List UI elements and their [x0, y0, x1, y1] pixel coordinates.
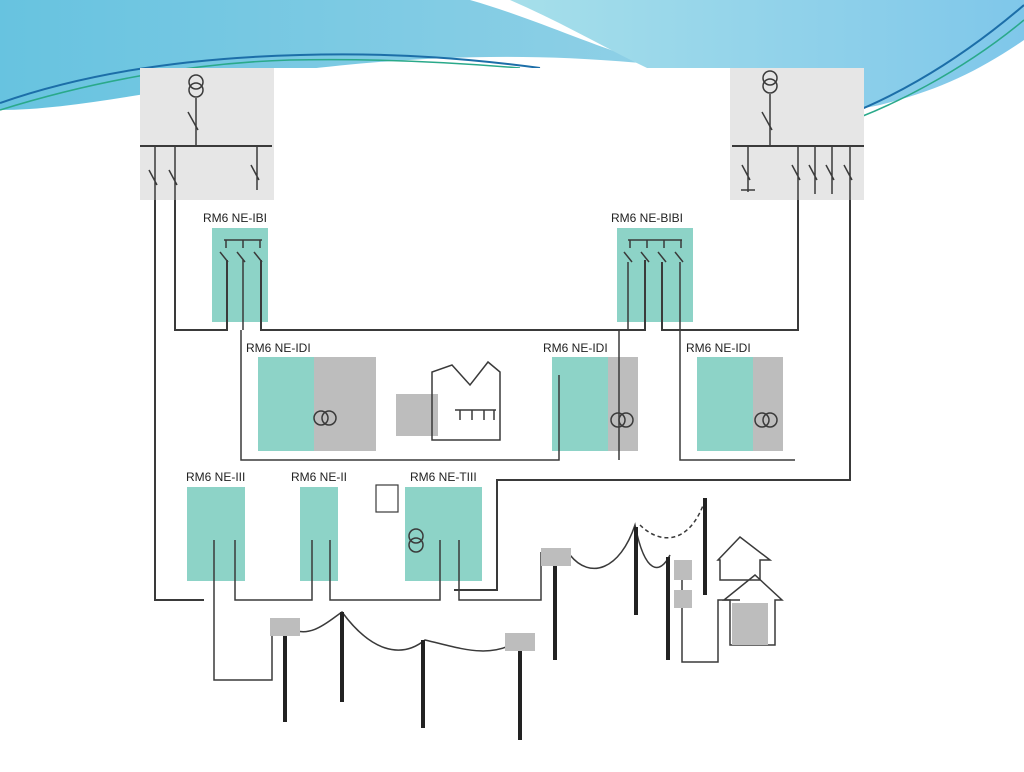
cable-network	[154, 200, 851, 681]
transformer-icon	[188, 74, 204, 98]
rmu-label: RM6 NE-BIBI	[611, 211, 683, 225]
feeder-switch-icon	[168, 146, 178, 200]
factory-icon	[431, 360, 501, 441]
rmu-idi-3: RM6 NE-IDI	[686, 341, 783, 451]
transformer-icon	[754, 412, 778, 428]
antenna-icon	[375, 484, 399, 513]
pole-transformer-icon	[674, 560, 692, 580]
rmu-label: RM6 NE-IDI	[246, 341, 311, 355]
houses	[716, 535, 784, 646]
substation-left	[140, 68, 274, 200]
feeder-switch-icon	[791, 146, 801, 200]
substation-right	[730, 68, 864, 200]
pole-switch-icon	[674, 590, 692, 608]
transformer-icon	[313, 410, 337, 426]
rmu-idi-2: RM6 NE-IDI	[543, 341, 638, 451]
pole-switch-icon	[541, 548, 571, 566]
feeder-switch-icon	[808, 146, 818, 194]
feeder-switch-icon	[825, 146, 835, 194]
overhead-line	[270, 498, 707, 740]
rmu-label: RM6 NE-IDI	[543, 341, 608, 355]
transformer-icon	[762, 70, 778, 94]
rmu-label: RM6 NE-III	[186, 470, 245, 484]
house-icon	[716, 535, 773, 581]
pole-switch-icon	[270, 618, 300, 636]
rmu-ii: RM6 NE-II	[291, 470, 347, 581]
rmu-label: RM6 NE-IBI	[203, 211, 267, 225]
feeder-switch-icon	[250, 146, 260, 190]
breaker-icon	[187, 111, 199, 131]
earth-switch-icon	[741, 146, 755, 192]
pole-switch-icon	[505, 633, 535, 651]
feeder-switch-icon	[843, 146, 853, 200]
transformer-icon	[408, 528, 424, 553]
rmu-label: RM6 NE-IDI	[686, 341, 751, 355]
rmu-tiii: RM6 NE-TIII	[375, 470, 482, 581]
breaker-icon	[761, 111, 773, 131]
house-icon	[721, 574, 784, 646]
feeder-switch-icon	[148, 146, 158, 200]
rmu-idi-1: RM6 NE-IDI	[246, 341, 376, 451]
rmu-label: RM6 NE-TIII	[410, 470, 477, 484]
rmu-ibi: RM6 NE-IBI	[203, 211, 268, 322]
consumer-installation	[396, 360, 501, 441]
rmu-label: RM6 NE-II	[291, 470, 347, 484]
